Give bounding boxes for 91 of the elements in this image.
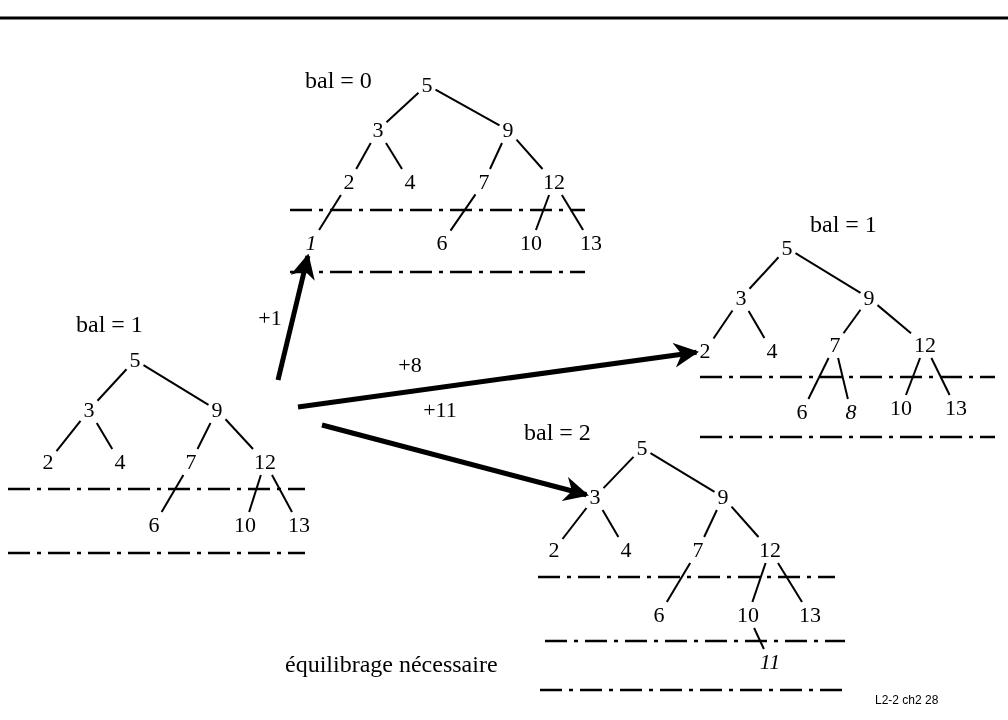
node-value: 12: [542, 171, 566, 193]
node-value: 3: [371, 119, 385, 141]
tree-edge: [601, 509, 620, 538]
node-value: 12: [253, 451, 277, 473]
tree-edge: [534, 194, 551, 231]
tree-edge: [904, 357, 922, 396]
tree-edge: [449, 193, 477, 232]
tree-edge: [777, 562, 803, 603]
tree-edge: [748, 256, 780, 290]
tree-edge: [248, 474, 262, 513]
tree-edge: [807, 357, 830, 400]
tree-edge: [196, 422, 212, 450]
node-value: 10: [233, 514, 257, 536]
node-value: 12: [913, 334, 937, 356]
tree-edge: [271, 474, 293, 513]
node-value: 13: [287, 514, 311, 536]
node-value: 4: [113, 451, 127, 473]
tree-edge: [712, 309, 734, 340]
node-value: 12: [758, 539, 782, 561]
tree-edge: [753, 627, 765, 650]
node-value: 8: [844, 401, 858, 423]
node-value: 10: [736, 604, 760, 626]
node-value: 9: [716, 486, 730, 508]
node-value: 7: [828, 334, 842, 356]
tree-edge: [665, 562, 692, 603]
node-value: 5: [420, 74, 434, 96]
tree-edge: [794, 252, 862, 294]
node-value: 1: [304, 232, 318, 254]
tree-edge: [561, 507, 588, 540]
tree-edge: [703, 509, 718, 538]
node-value: 5: [635, 437, 649, 459]
tree-edge: [751, 562, 767, 603]
node-value: 2: [547, 539, 561, 561]
tree-edge: [930, 357, 951, 396]
tree-edge: [602, 455, 635, 490]
node-value: 2: [41, 451, 55, 473]
tree-edge: [55, 419, 82, 453]
node-value: 2: [342, 171, 356, 193]
node-value: 13: [579, 232, 603, 254]
node-value: 7: [184, 451, 198, 473]
node-value: 13: [944, 397, 968, 419]
node-value: 5: [128, 349, 142, 371]
node-value: 6: [147, 514, 161, 536]
tree-edge: [837, 357, 849, 400]
node-value: 7: [691, 539, 705, 561]
node-value: 4: [765, 340, 779, 362]
node-value: 13: [798, 604, 822, 626]
tree-edge: [318, 194, 342, 231]
tree-edge: [876, 304, 912, 335]
node-value: 6: [652, 604, 666, 626]
node-value: 4: [619, 539, 633, 561]
slide-reference: L2-2 ch2 28: [875, 694, 939, 706]
node-value: 5: [780, 237, 794, 259]
tree-edge: [160, 474, 185, 513]
tree-edge: [385, 91, 420, 124]
node-value: 9: [862, 287, 876, 309]
node-value: 2: [698, 340, 712, 362]
node-value: 11: [758, 651, 782, 673]
tree-edge: [649, 452, 716, 493]
arrow: [275, 253, 315, 381]
tree-edge: [842, 308, 862, 335]
balance-label: bal = 1: [76, 312, 143, 336]
tree-edge: [95, 422, 114, 450]
node-value: 10: [889, 397, 913, 419]
tree-edge: [355, 142, 372, 170]
node-value: 6: [795, 401, 809, 423]
node-value: 3: [82, 399, 96, 421]
node-value: 9: [210, 399, 224, 421]
arrow: [321, 422, 589, 502]
note-text: équilibrage nécessaire: [285, 652, 498, 676]
tree-edge: [515, 138, 544, 170]
tree-edge: [434, 88, 501, 127]
arrow: [297, 342, 699, 410]
tree-edge: [96, 368, 128, 402]
node-value: 4: [403, 171, 417, 193]
tree-edge: [489, 142, 503, 170]
node-value: 3: [588, 486, 602, 508]
tree-edge: [747, 310, 766, 339]
tree-edge: [385, 142, 403, 170]
node-value: 6: [435, 232, 449, 254]
balance-label: bal = 2: [524, 420, 591, 444]
tree-edge: [560, 194, 585, 231]
balance-label: bal = 0: [305, 68, 372, 92]
tree-edge: [142, 364, 210, 406]
node-value: 7: [477, 171, 491, 193]
node-value: 3: [734, 287, 748, 309]
tree-edge: [224, 418, 254, 450]
node-value: 10: [519, 232, 543, 254]
tree-edge: [730, 505, 760, 538]
node-value: 9: [501, 119, 515, 141]
balance-label: bal = 1: [810, 212, 877, 236]
